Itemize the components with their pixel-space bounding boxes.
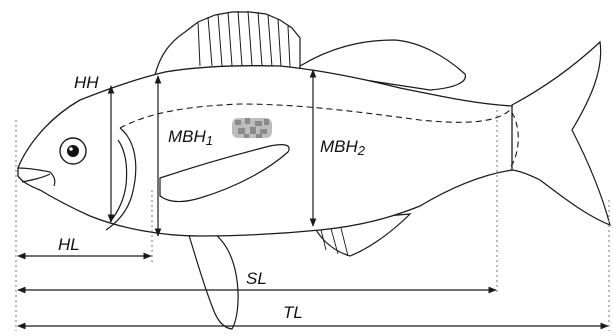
label-hh: HH bbox=[74, 74, 99, 91]
label-sl: SL bbox=[246, 270, 267, 287]
body-spot bbox=[232, 118, 272, 138]
eye bbox=[60, 138, 86, 164]
label-tl: TL bbox=[283, 304, 303, 321]
label-mbh1-sub: 1 bbox=[206, 133, 213, 148]
label-mbh1-main: MBH bbox=[168, 127, 206, 146]
label-mbh1: MBH1 bbox=[168, 128, 213, 145]
horizontal-measurements bbox=[18, 256, 608, 326]
caudal-fin bbox=[510, 42, 610, 225]
label-hl: HL bbox=[58, 236, 80, 253]
label-mbh2-main: MBH bbox=[320, 137, 358, 156]
label-mbh2-sub: 2 bbox=[358, 143, 365, 158]
pelvic-fin bbox=[188, 232, 238, 329]
label-mbh2: MBH2 bbox=[320, 138, 365, 155]
